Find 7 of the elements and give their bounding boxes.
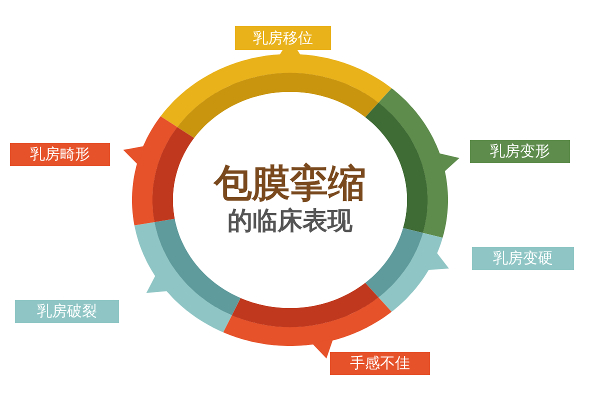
- label-box: 乳房变硬: [472, 247, 574, 270]
- label-box: 乳房变形: [470, 140, 570, 163]
- label-box: 手感不佳: [330, 352, 430, 375]
- title-text: 包膜挛缩: [214, 162, 366, 205]
- subtitle-text: 的临床表现: [227, 204, 352, 237]
- label-box: 乳房畸形: [10, 143, 110, 166]
- label-box: 乳房破裂: [15, 300, 119, 323]
